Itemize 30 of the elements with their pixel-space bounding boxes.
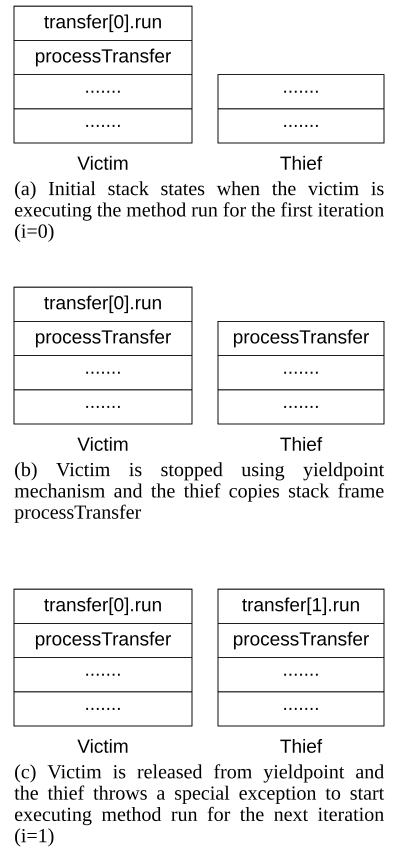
stack-frame: ....... xyxy=(218,74,384,110)
node-label: Victim xyxy=(77,156,128,170)
stack-frame: ....... xyxy=(218,691,384,726)
node-label: Victim xyxy=(77,738,128,753)
stack-frame: ....... xyxy=(218,355,384,390)
stack-frame: ....... xyxy=(218,389,384,424)
caption: (b) Victim is stopped using yieldpoint mechanism and the thief copies stack frame processTransfer xyxy=(14,462,384,523)
stack-frame: ....... xyxy=(218,108,384,144)
caption: (a) Initial stack states when the victim is executing the method run for the first iteration (i=0) xyxy=(14,181,384,242)
stack-frame: ....... xyxy=(14,74,192,110)
node-label: Victim xyxy=(77,436,128,451)
stack-frame: ....... xyxy=(218,657,384,692)
stack-frame: processTransfer xyxy=(14,623,192,658)
stack-frame: processTransfer xyxy=(14,321,192,356)
stack-frame: ....... xyxy=(14,691,192,726)
node-label: Thief xyxy=(280,738,322,753)
node-label: Thief xyxy=(280,436,322,451)
caption: (c) Victim is released from yieldpoint and the thief throws a special exception to start executing method run for the next iteration (i=1) xyxy=(14,764,384,846)
stack-frame: ....... xyxy=(14,108,192,144)
stack-frame: processTransfer xyxy=(14,40,192,75)
node-label: Thief xyxy=(280,156,322,170)
stack-frame: transfer[0].run xyxy=(14,588,192,624)
stack-frame: processTransfer xyxy=(218,321,384,356)
stack-frame: processTransfer xyxy=(218,623,384,658)
stack-frame: transfer[0].run xyxy=(14,6,192,41)
stack-frame: ....... xyxy=(14,657,192,692)
stack-frame: transfer[1].run xyxy=(218,588,384,624)
stack-frame: ....... xyxy=(14,355,192,390)
stack-frame: ....... xyxy=(14,389,192,424)
stack-frame: transfer[0].run xyxy=(14,286,192,322)
